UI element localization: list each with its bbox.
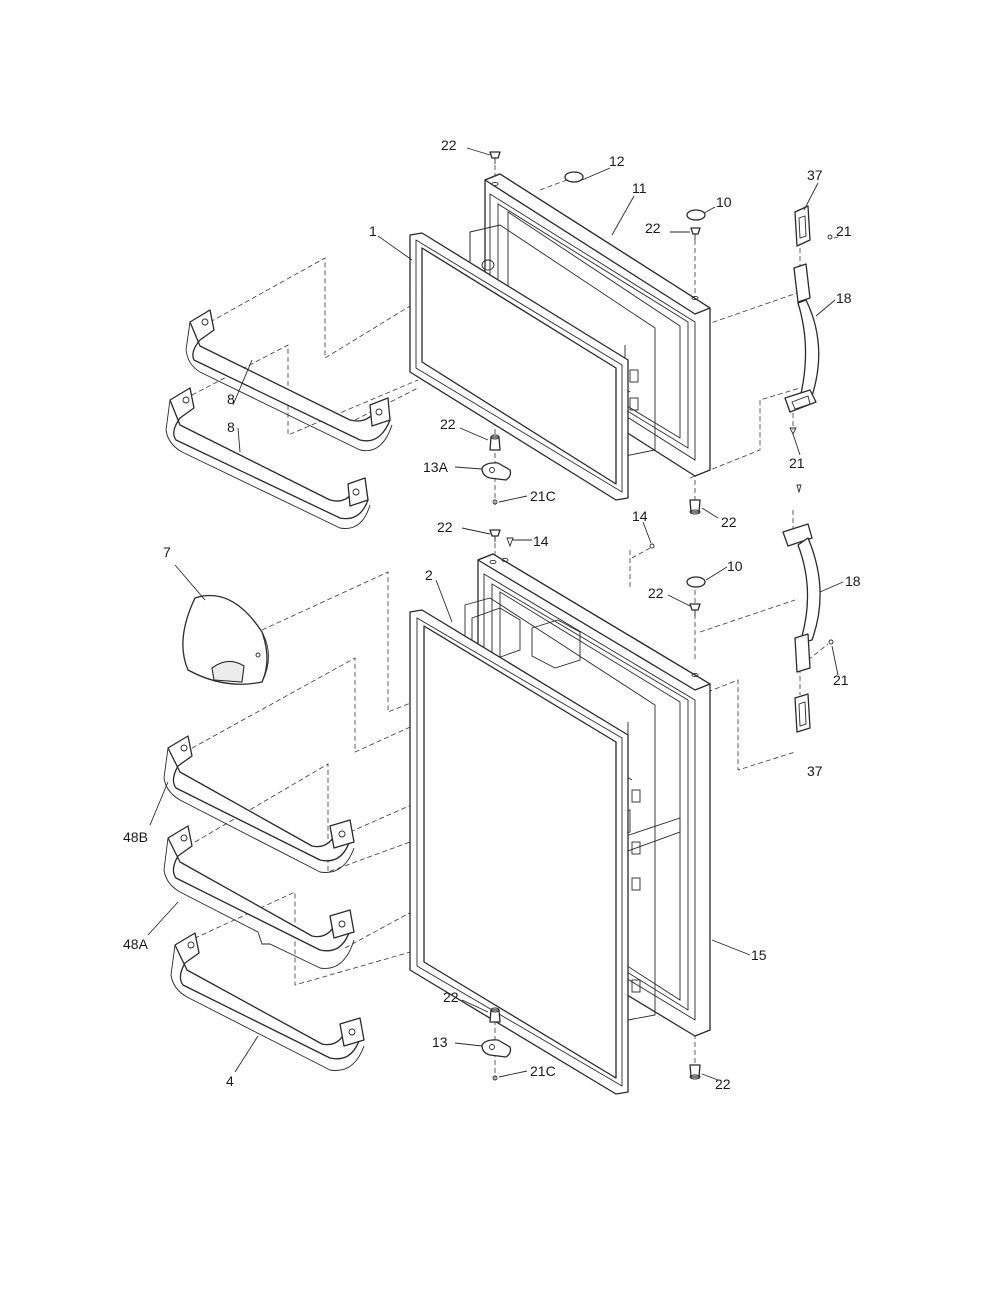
handle-lower xyxy=(782,523,821,733)
freezer-shelf-bin-lower xyxy=(165,387,371,529)
dairy-compartment xyxy=(182,594,269,685)
small-hardware xyxy=(481,151,834,1081)
label-13: 13 xyxy=(432,1034,448,1050)
label-37-top: 37 xyxy=(807,167,823,183)
label-48b: 48B xyxy=(123,829,148,845)
label-10-bottom: 10 xyxy=(727,558,743,574)
label-21-c: 21 xyxy=(833,672,849,688)
label-21c-bottom: 21C xyxy=(530,1063,556,1079)
label-2: 2 xyxy=(425,567,433,583)
label-10-top: 10 xyxy=(716,194,732,210)
label-22-e: 22 xyxy=(437,519,453,535)
door-shelf-4 xyxy=(170,932,365,1071)
fresh-food-gasket xyxy=(409,609,629,1095)
door-shelf-48a xyxy=(163,825,355,969)
label-14-a: 14 xyxy=(533,533,549,549)
label-22-a: 22 xyxy=(441,137,457,153)
handle-upper xyxy=(784,205,820,413)
label-14-b: 14 xyxy=(632,508,648,524)
assembly-lines xyxy=(179,165,829,1080)
label-15: 15 xyxy=(751,947,767,963)
freezer-gasket xyxy=(409,232,629,501)
label-22-c: 22 xyxy=(440,416,456,432)
label-21-b: 21 xyxy=(789,455,805,471)
label-1: 1 xyxy=(369,223,377,239)
label-12: 12 xyxy=(609,153,625,169)
label-22-d: 22 xyxy=(721,514,737,530)
label-11: 11 xyxy=(632,180,647,196)
label-22-h: 22 xyxy=(715,1076,731,1092)
label-37-bottom: 37 xyxy=(807,763,823,779)
label-13a: 13A xyxy=(423,459,449,475)
label-7: 7 xyxy=(163,544,171,560)
label-22-b: 22 xyxy=(645,220,661,236)
label-21-a: 21 xyxy=(836,223,852,239)
label-18-bottom: 18 xyxy=(845,573,861,589)
label-22-f: 22 xyxy=(648,585,664,601)
label-22-g: 22 xyxy=(443,989,459,1005)
leader-lines xyxy=(147,147,844,1081)
label-48a: 48A xyxy=(123,936,149,952)
label-8-a: 8 xyxy=(227,391,235,407)
freezer-shelf-bin-upper xyxy=(185,309,393,452)
label-8-b: 8 xyxy=(227,419,235,435)
door-shelf-48b xyxy=(163,735,355,873)
part-labels: 1 2 4 7 8 8 10 10 11 12 13 13A 14 14 15 … xyxy=(123,137,861,1092)
label-21c-top: 21C xyxy=(530,488,556,504)
label-4: 4 xyxy=(226,1073,234,1089)
label-18-top: 18 xyxy=(836,290,852,306)
